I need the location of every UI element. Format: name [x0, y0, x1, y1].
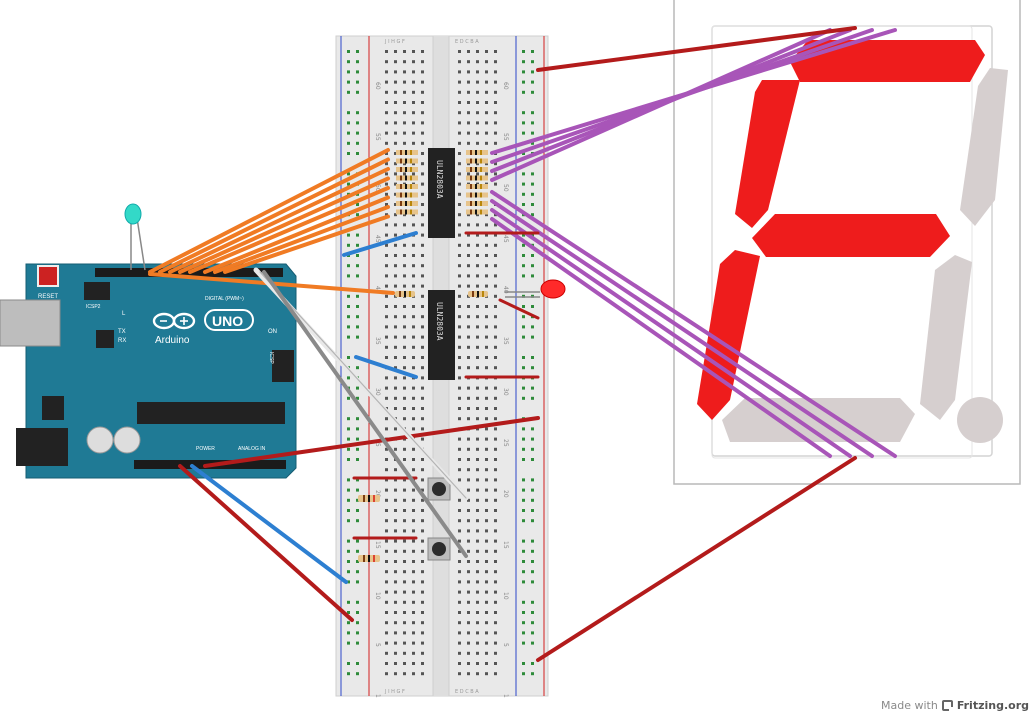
chip-bottom-label: ULN2803A	[435, 302, 444, 341]
tx-label: TX	[118, 329, 126, 335]
col-letters-top-left: J I H G F	[384, 39, 405, 45]
pushbutton-2[interactable]	[427, 537, 451, 561]
rx-label: RX	[118, 338, 126, 344]
resistor-button-2	[358, 555, 380, 562]
segment-b-off	[960, 68, 1008, 226]
wire-blue	[354, 355, 418, 379]
segment-g	[752, 214, 950, 257]
resistor-button-1	[358, 495, 380, 502]
icsp2-label: ICSP2	[86, 304, 101, 310]
seven-segment-display	[673, 0, 1021, 485]
wires	[148, 26, 897, 662]
wire-purple	[490, 28, 832, 182]
wire-blue	[342, 231, 418, 257]
wire-purple	[490, 190, 897, 458]
resistor-single-right	[468, 291, 488, 297]
row-number: 35	[374, 337, 381, 345]
wire-red	[536, 26, 857, 72]
wire-orange	[178, 176, 390, 274]
arduino-logo-icon	[152, 312, 196, 330]
row-number: 55	[502, 133, 509, 141]
resistor-bank-right	[466, 150, 488, 215]
col-letters-bottom-left: J I H G F	[384, 689, 405, 695]
row-number: 55	[374, 133, 381, 141]
row-number: 45	[374, 235, 381, 243]
row-number: 30	[374, 388, 381, 396]
wire-purple	[490, 199, 874, 458]
row-number: 5	[502, 643, 509, 647]
arduino-uno-board: RESET ICSP2 DIGITAL (PWM~) L TX RX ON UN…	[0, 263, 297, 479]
segment-f	[735, 80, 800, 228]
wire-white	[259, 271, 467, 499]
wire-blue	[190, 464, 348, 584]
wire-orange	[213, 205, 390, 274]
led-cyan	[124, 203, 146, 271]
uno-label: UNO	[212, 313, 243, 329]
row-number: 45	[502, 235, 509, 243]
wire-orange	[158, 157, 390, 274]
row-number: 35	[502, 337, 509, 345]
row-number: 50	[502, 184, 509, 192]
row-number: 15	[502, 541, 509, 549]
reset-label: RESET	[38, 294, 58, 300]
led-red	[505, 279, 566, 299]
row-number: 50	[374, 184, 381, 192]
uln2803a-chip-bottom: ULN2803A	[428, 290, 455, 380]
row-number: 60	[502, 82, 509, 90]
row-number: 40	[502, 286, 509, 294]
chip-top-label: ULN2803A	[435, 160, 444, 199]
wire-orange	[203, 195, 390, 274]
col-letters-bottom-right: E D C B A	[455, 689, 479, 695]
segment-c-off	[920, 255, 972, 420]
wire-purple	[490, 208, 852, 458]
analog-label: ANALOG IN	[238, 446, 266, 452]
segment-e	[697, 250, 760, 420]
fritzing-logo-icon	[941, 700, 954, 712]
resistor-bank-left	[396, 150, 418, 215]
on-label: ON	[268, 329, 277, 335]
made-with-label: Made with	[880, 699, 938, 712]
wire-red	[203, 416, 540, 468]
col-letters-top-right: E D C B A	[455, 39, 479, 45]
reset-button[interactable]	[37, 265, 59, 287]
wire-orange	[148, 148, 390, 274]
segment-dp-off	[957, 397, 1003, 443]
row-number: 25	[502, 439, 509, 447]
wire-purple	[490, 217, 832, 458]
resistor-single-left	[395, 291, 415, 297]
row-number: 30	[502, 388, 509, 396]
wire-red	[536, 456, 857, 662]
digital-label: DIGITAL (PWM~)	[205, 296, 244, 302]
row-number: 10	[502, 592, 509, 600]
row-number: 15	[374, 541, 381, 549]
pushbutton-1[interactable]	[427, 477, 451, 501]
row-number: 20	[374, 490, 381, 498]
power-label: POWER	[196, 446, 215, 452]
row-number: 60	[374, 82, 381, 90]
row-number: 5	[374, 643, 381, 647]
l-label: L	[122, 311, 126, 317]
arduino-label: Arduino	[155, 335, 190, 346]
row-number: 1	[502, 694, 509, 698]
fritzing-footer: Made with Fritzing.org	[881, 699, 1029, 712]
wire-orange	[168, 167, 390, 274]
uln2803a-chip-top: ULN2803A	[428, 148, 455, 238]
wire-red	[498, 298, 540, 320]
wire-grey	[262, 270, 468, 558]
segment-a	[790, 40, 985, 82]
row-number: 10	[374, 592, 381, 600]
row-number: 20	[502, 490, 509, 498]
wire-orange	[223, 214, 390, 274]
row-number: 1	[374, 694, 381, 698]
wire-red	[178, 464, 354, 622]
icsp-label: ICSP	[268, 352, 274, 364]
wire-orange	[188, 186, 390, 274]
fritzing-brand-label: Fritzing.org	[956, 699, 1029, 712]
